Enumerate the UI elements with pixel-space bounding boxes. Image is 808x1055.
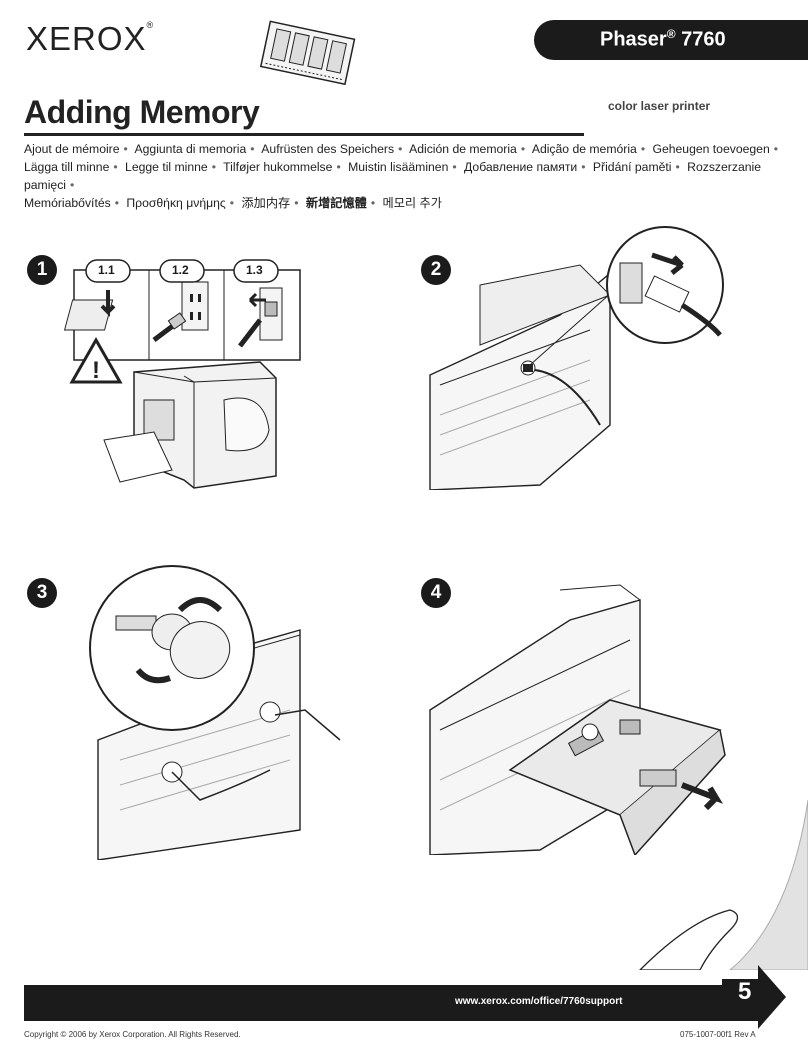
lang-item: Aufrüsten des Speichers (261, 142, 395, 156)
lang-item: Ajout de mémoire (24, 142, 120, 156)
lang-item: Přidání paměti (592, 160, 672, 174)
product-subtitle: color laser printer (608, 99, 711, 113)
lang-item: Legge til minne (125, 160, 208, 174)
lang-item: Lägga till minne (24, 160, 110, 174)
xerox-logo: XEROX® (26, 20, 155, 57)
substep-label-frames (85, 259, 279, 283)
copyright-text: Copyright © 2006 by Xerox Corporation. A… (24, 1030, 241, 1039)
lang-item: Προσθήκη μνήμης (126, 196, 226, 210)
product-name: Phaser® 7760 (600, 27, 726, 51)
substep-1-3-label: 1.3 (246, 263, 263, 277)
step-3-illustration (89, 565, 341, 860)
memory-module-illustration (259, 20, 356, 86)
step-2-badge: 2 (421, 255, 451, 285)
lang-item: 添加内存 (241, 196, 291, 210)
step-3-badge: 3 (27, 578, 57, 608)
title-rule (24, 133, 584, 136)
language-list: Ajout de mémoire• Aggiunta di memoria• A… (24, 142, 779, 210)
lang-item: Rozszerzanie pamięci (24, 160, 761, 192)
lang-item: Memóriabővítés (24, 196, 111, 210)
lang-item: Geheugen toevoegen (652, 142, 770, 156)
lang-item: Добавление памяти (464, 160, 578, 174)
step-4-badge: 4 (421, 578, 451, 608)
lang-item: Adição de memória (531, 142, 637, 156)
lang-item: Tilføjer hukommelse (223, 160, 333, 174)
page-number: 5 (738, 978, 752, 1005)
lang-item: 新增記憶體 (305, 196, 367, 210)
step-1-badge: 1 (27, 255, 57, 285)
substep-1-2-label: 1.2 (172, 263, 189, 277)
next-page-arrow-icon (722, 965, 786, 1029)
footer-bar (24, 985, 764, 1021)
svg-text:!: ! (92, 357, 100, 384)
substep-1-1-label: 1.1 (98, 263, 115, 277)
substep-label-row: 1.1 1.2 1.3 (78, 258, 328, 288)
page-title: Adding Memory (24, 94, 260, 130)
lang-item: Adición de memoria (409, 142, 517, 156)
lang-item: Aggiunta di memoria (134, 142, 247, 156)
step-2-illustration (429, 226, 724, 490)
lang-item: Muistin lisääminen (348, 160, 449, 174)
step-4-illustration (429, 584, 726, 855)
lang-item: 메모리 추가 (382, 196, 442, 210)
support-url[interactable]: www.xerox.com/office/7760support (455, 996, 623, 1007)
product-banner (534, 20, 808, 60)
page-curl-illustration (639, 800, 808, 970)
document-number: 075-1007-00f1 Rev A (680, 1030, 756, 1039)
